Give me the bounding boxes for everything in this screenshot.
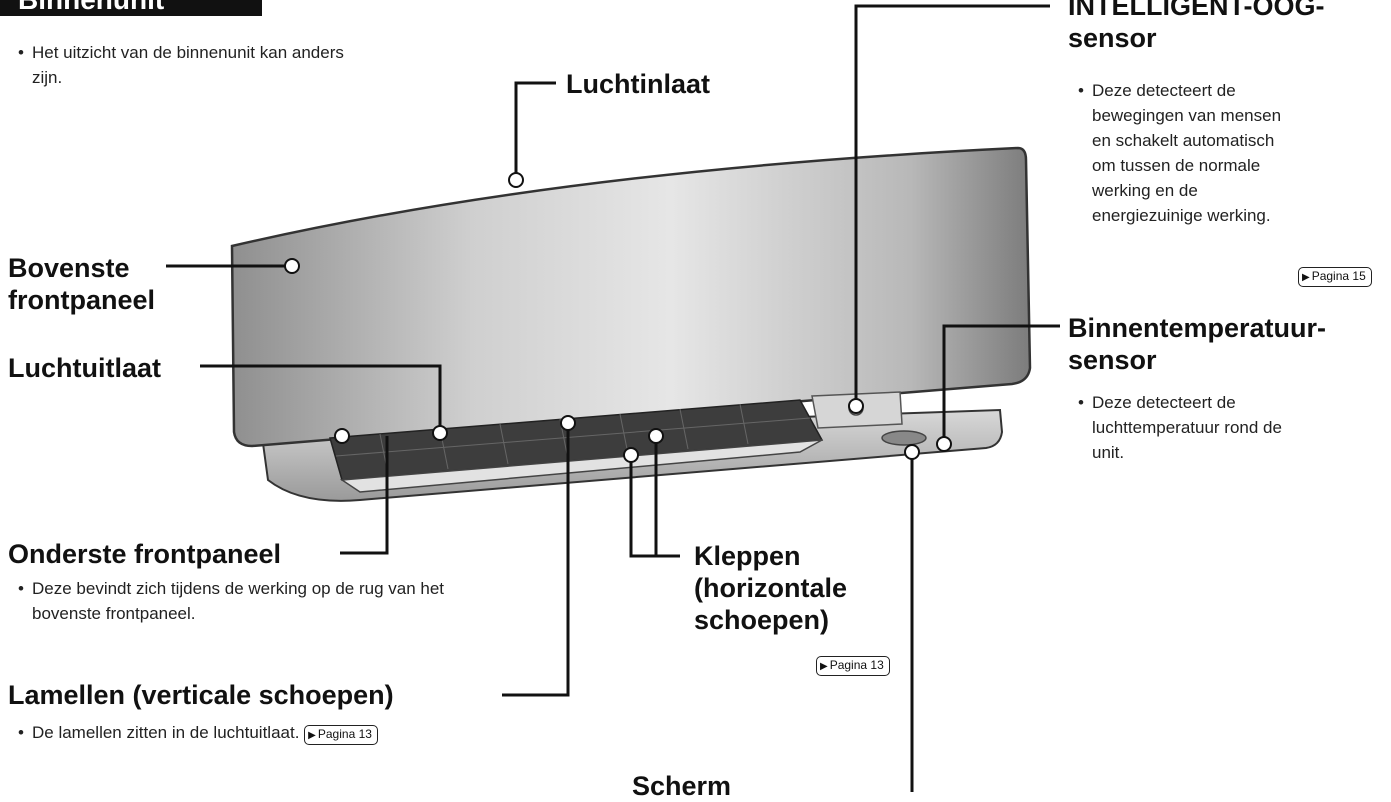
page-ref-intelligent-eye[interactable]: ▶Pagina 15 bbox=[1298, 267, 1372, 287]
leader-air-outlet bbox=[200, 364, 442, 433]
note-louvres: • De lamellen zitten in de luchtuitlaat.… bbox=[18, 720, 598, 745]
label-flaps: Kleppen (horizontale schoepen) bbox=[694, 541, 847, 635]
page-ref-flaps[interactable]: ▶Pagina 13 bbox=[816, 656, 890, 676]
intro-note-text: Het uitzicht van de binnenunit kan ander… bbox=[32, 43, 344, 87]
page-ref-flaps-text: Pagina 13 bbox=[829, 658, 884, 672]
leader-flaps bbox=[629, 455, 680, 558]
page-ref-louvres[interactable]: ▶Pagina 13 bbox=[304, 725, 378, 745]
unit-upper-front-panel bbox=[230, 146, 1032, 448]
label-lower-front-panel: Onderste frontpaneel bbox=[8, 539, 282, 569]
label-display: Scherm bbox=[632, 771, 732, 801]
unit-flap bbox=[339, 439, 823, 493]
page-ref-intelligent-eye-wrap: ▶Pagina 15 bbox=[1298, 267, 1372, 287]
note-lower-front-panel-text: Deze bevindt zich tijdens de werking op … bbox=[32, 579, 445, 623]
arrow-right-icon: ▶ bbox=[1302, 272, 1310, 283]
note-room-temp-sensor: •Deze detecteert de luchttemperatuur ron… bbox=[1078, 390, 1288, 465]
marker-air-outlet bbox=[432, 425, 448, 441]
leader-air-inlet bbox=[514, 81, 556, 180]
arrow-right-icon: ▶ bbox=[820, 661, 828, 672]
note-intelligent-eye-text: Deze detecteert de bewegingen van mensen… bbox=[1092, 81, 1282, 225]
page-ref-louvres-text: Pagina 13 bbox=[317, 727, 372, 741]
marker-display bbox=[904, 444, 920, 460]
label-intelligent-eye: INTELLIGENT-OOG-sensor bbox=[1068, 0, 1325, 53]
note-room-temp-sensor-text: Deze detecteert de luchttemperatuur rond… bbox=[1092, 393, 1282, 462]
page-ref-intelligent-eye-text: Pagina 15 bbox=[1311, 269, 1366, 283]
intro-note: •Het uitzicht van de binnenunit kan ande… bbox=[18, 40, 358, 90]
note-intelligent-eye: •Deze detecteert de bewegingen van mense… bbox=[1078, 78, 1298, 228]
marker-louvres bbox=[560, 415, 576, 431]
label-air-outlet: Luchtuitlaat bbox=[8, 353, 161, 383]
leader-intelligent-eye bbox=[854, 4, 1050, 406]
section-title: Binnenunit bbox=[0, 0, 262, 16]
label-louvres: Lamellen (verticale schoepen) bbox=[8, 680, 394, 710]
leader-lower-front-panel bbox=[340, 436, 389, 555]
marker-room-temp-sensor bbox=[936, 436, 952, 452]
leader-louvres bbox=[502, 423, 570, 697]
label-air-inlet: Luchtinlaat bbox=[566, 69, 711, 99]
marker-flaps bbox=[623, 447, 639, 463]
marker-intelligent-eye bbox=[848, 398, 864, 414]
marker-lower-front-panel bbox=[334, 428, 350, 444]
arrow-right-icon: ▶ bbox=[308, 730, 316, 741]
leader-room-temp-sensor bbox=[942, 324, 1060, 444]
marker-air-inlet bbox=[508, 172, 524, 188]
marker-flaps-2 bbox=[648, 428, 664, 444]
label-upper-front-panel: Bovenste frontpaneel bbox=[8, 253, 156, 315]
page-ref-flaps-wrap: ▶Pagina 13 bbox=[816, 656, 890, 676]
note-lower-front-panel: •Deze bevindt zich tijdens de werking op… bbox=[18, 576, 458, 626]
label-room-temp-sensor: Binnentemperatuur-sensor bbox=[1068, 313, 1327, 375]
note-louvres-text: De lamellen zitten in de luchtuitlaat. bbox=[32, 723, 300, 742]
marker-upper-front-panel bbox=[284, 258, 300, 274]
